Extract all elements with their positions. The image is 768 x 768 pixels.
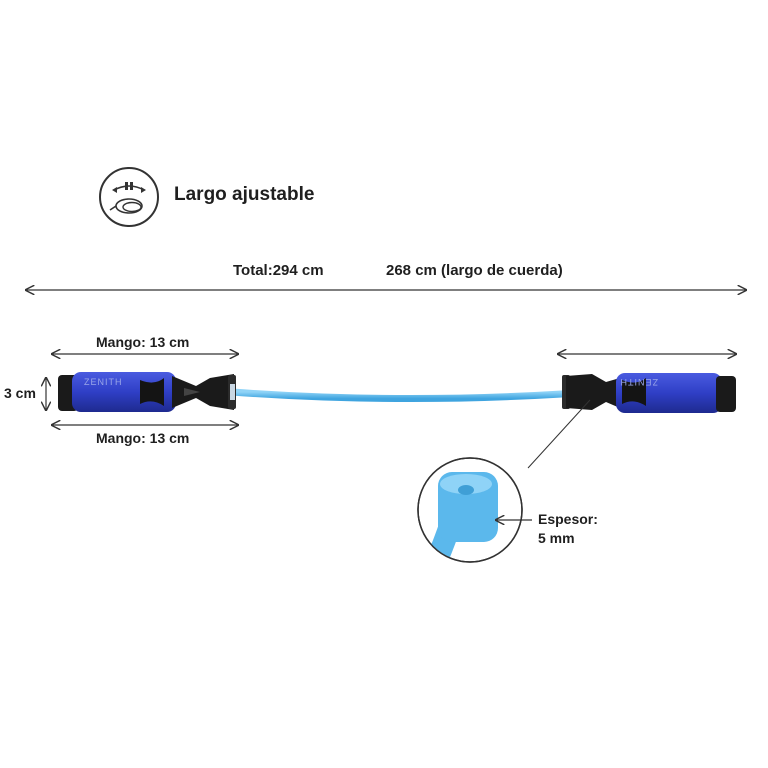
handle-length-bottom-label: Mango: 13 cm bbox=[96, 430, 190, 446]
handle-length-top-label: Mango: 13 cm bbox=[96, 334, 190, 350]
right-handle: ZENITH bbox=[562, 373, 736, 413]
rope bbox=[228, 388, 566, 403]
left-handle: ZENITH bbox=[58, 372, 236, 412]
rope-length-label: 268 cm (largo de cuerda) bbox=[386, 262, 563, 279]
brand-left: ZENITH bbox=[84, 377, 123, 387]
brand-right: ZENITH bbox=[620, 377, 659, 387]
thickness-label-line1: Espesor: bbox=[538, 511, 598, 527]
adjustable-length-icon bbox=[98, 166, 160, 228]
rope-cross-section bbox=[419, 472, 498, 562]
callout-line bbox=[527, 399, 591, 469]
total-length-label: Total:294 cm bbox=[233, 262, 324, 279]
handle-height-label: 3 cm bbox=[4, 385, 36, 401]
adjustable-length-label: Largo ajustable bbox=[174, 184, 315, 205]
thickness-label-line2: 5 mm bbox=[538, 530, 575, 546]
